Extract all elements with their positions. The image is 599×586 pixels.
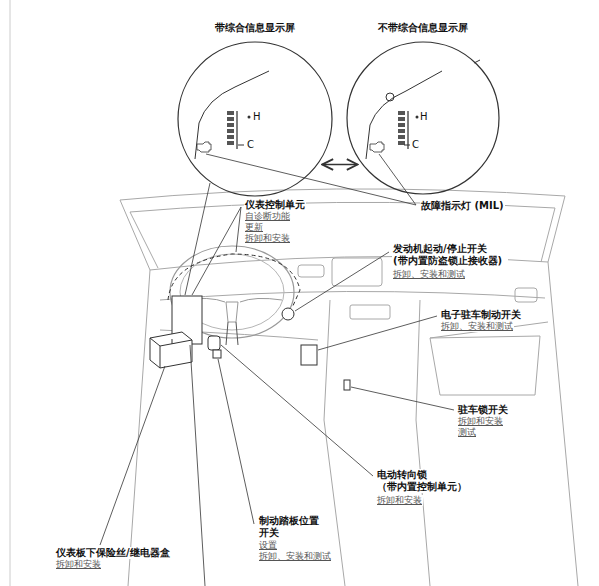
dial-tick bbox=[474, 60, 480, 63]
magnifier-circle bbox=[178, 42, 332, 196]
mil-icon bbox=[370, 142, 384, 152]
temp-gauge-bar bbox=[398, 111, 405, 115]
leader-lines bbox=[100, 154, 454, 586]
view-title: 带综合信息显示屏 bbox=[215, 22, 295, 34]
parking-brake-switch bbox=[301, 345, 317, 365]
glovebox bbox=[430, 336, 540, 395]
cluster-bezel bbox=[366, 71, 442, 159]
temp-gauge-bar bbox=[398, 117, 405, 121]
temp-gauge-scale bbox=[407, 111, 409, 149]
temp-gauge-bar bbox=[227, 135, 234, 139]
procedure-link: 设置 bbox=[258, 540, 278, 551]
procedure-link: 测试 bbox=[457, 427, 477, 438]
gauge-dot bbox=[416, 116, 419, 119]
temp-gauge-bar bbox=[398, 123, 405, 127]
view-title: 不带综合信息显示屏 bbox=[378, 22, 468, 34]
procedure-link: 拆卸和安装 bbox=[457, 416, 504, 427]
brake-pedal-switch bbox=[213, 350, 221, 358]
air-vent bbox=[298, 265, 324, 277]
temp-gauge-bar bbox=[227, 141, 234, 145]
gauge-dot bbox=[248, 116, 251, 119]
procedure-link: 拆卸、安装和测试 bbox=[440, 321, 514, 332]
procedure-link: 拆卸、安装和测试 bbox=[258, 551, 332, 562]
cabin-outline bbox=[120, 189, 578, 586]
part-name: 故障指示灯 (MIL) bbox=[420, 200, 505, 212]
indicator-ring bbox=[386, 93, 394, 101]
page-border bbox=[10, 0, 11, 586]
gauge-tick bbox=[404, 145, 410, 146]
part-name: 仪表板下保险丝/继电器盒 bbox=[55, 547, 171, 559]
magnified-view: 带综合信息显示屏HC bbox=[177, 41, 333, 197]
cluster-bezel bbox=[195, 71, 269, 159]
steering-column bbox=[226, 322, 238, 345]
console-buttons bbox=[350, 305, 390, 319]
mil-icon bbox=[197, 142, 211, 152]
start-stop-switch bbox=[282, 308, 294, 320]
air-vent bbox=[515, 288, 537, 302]
steering-lock bbox=[208, 336, 220, 350]
procedure-link: 更新 bbox=[244, 222, 264, 233]
temp-gauge-bar bbox=[227, 117, 234, 121]
gauge-mark: C bbox=[412, 139, 419, 151]
parking-pin-switch bbox=[344, 380, 350, 390]
part-name: 电动转向锁 （带内置控制单元） bbox=[376, 469, 472, 493]
temp-gauge-bar bbox=[398, 129, 405, 133]
magnifier-circle bbox=[347, 42, 499, 194]
gauge-mark: C bbox=[247, 139, 254, 151]
part-name: 电子驻车制动开关 bbox=[440, 309, 522, 321]
fuse-relay-box bbox=[150, 332, 192, 368]
procedure-link: 拆卸和安装 bbox=[244, 233, 291, 244]
part-name: 制动踏板位置 开关 bbox=[258, 515, 324, 539]
temp-gauge-bar bbox=[227, 129, 234, 133]
temp-gauge-bar bbox=[227, 111, 234, 115]
magnified-view: 不带综合信息显示屏HC bbox=[346, 41, 500, 195]
gauge-tick bbox=[238, 145, 244, 146]
temp-gauge-bar bbox=[227, 123, 234, 127]
gauge-mark: H bbox=[253, 111, 261, 123]
alternative-arrow bbox=[322, 164, 357, 166]
temp-gauge-bar bbox=[398, 135, 405, 139]
temp-gauge-bar bbox=[398, 141, 405, 145]
procedure-link: 拆卸和安装 bbox=[55, 559, 102, 570]
temp-gauge-scale bbox=[236, 111, 238, 149]
part-name: 发动机起动/停止开关 (带内置防盗锁止接收器) bbox=[392, 243, 508, 267]
part-name: 驻车锁开关 bbox=[457, 404, 509, 416]
procedure-link: 拆卸和安装 bbox=[376, 495, 423, 506]
procedure-link: 自诊断功能 bbox=[244, 211, 291, 222]
procedure-link: 拆卸、安装和测试 bbox=[392, 269, 466, 280]
part-name: 仪表控制单元 bbox=[244, 199, 306, 211]
gauge-mark: H bbox=[420, 111, 428, 123]
